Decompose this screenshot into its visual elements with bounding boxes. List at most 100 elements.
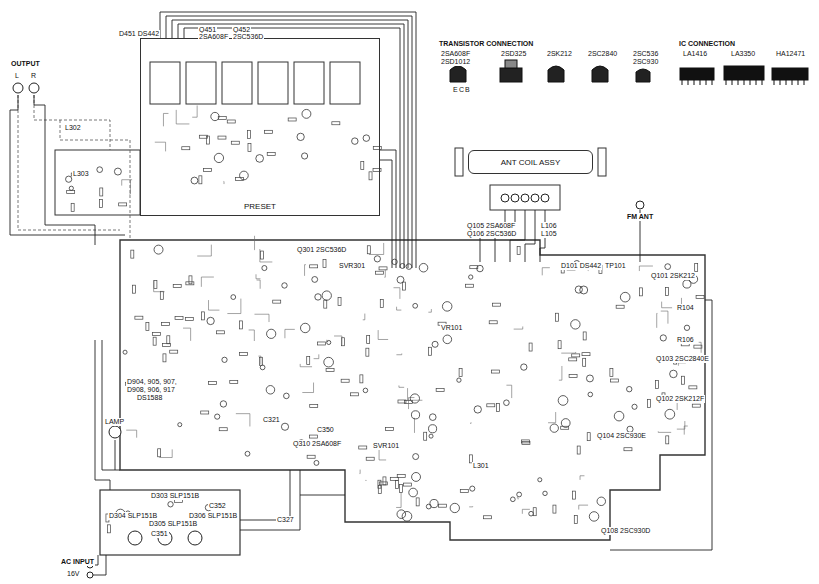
component-footprint — [571, 320, 580, 329]
part-label: 2SK212 — [546, 50, 573, 58]
part-label: Q301 2SC536D — [296, 246, 347, 254]
component-footprint — [487, 404, 495, 407]
component-footprint — [245, 451, 250, 456]
part-label: TRANSISTOR CONNECTION — [438, 40, 534, 48]
component-footprint — [227, 120, 235, 123]
component-footprint — [66, 176, 72, 182]
component-footprint — [699, 342, 701, 352]
component-footprint — [665, 409, 675, 419]
part-label: Q101 2SK212 — [650, 272, 696, 280]
component-footprint — [351, 393, 359, 396]
component-footprint — [610, 369, 613, 377]
component-footprint — [67, 190, 75, 193]
component-footprint — [259, 357, 262, 365]
component-footprint — [402, 511, 412, 521]
component-footprint — [159, 449, 172, 457]
component-footprint — [579, 505, 588, 509]
component-footprint — [236, 414, 250, 427]
component-footprint — [666, 436, 669, 444]
component-footprint — [399, 485, 402, 493]
part-label: L — [14, 72, 20, 80]
component-footprint — [588, 392, 593, 397]
component-footprint — [492, 370, 500, 373]
component-footprint — [429, 434, 433, 438]
component-footprint — [639, 288, 642, 296]
component-footprint — [363, 388, 368, 393]
component-footprint — [359, 470, 361, 474]
component-footprint — [632, 404, 637, 409]
component-footprint — [428, 309, 431, 312]
node-text: ANT COIL ASSY — [501, 158, 561, 167]
connector-pins — [13, 83, 644, 578]
component-footprint — [514, 326, 523, 329]
component-footprint — [309, 435, 317, 438]
component-footprint — [574, 516, 577, 524]
component-footprint — [419, 263, 428, 272]
part-label: B — [464, 86, 471, 94]
part-label: DS1588 — [136, 394, 163, 402]
component-footprint — [323, 260, 326, 268]
component-footprint — [373, 146, 381, 149]
component-footprint — [450, 503, 459, 512]
component-footprint — [548, 412, 556, 423]
component-footprint — [284, 393, 290, 399]
component-footprint — [660, 335, 666, 341]
component-footprint — [107, 525, 110, 533]
component-footprint — [154, 281, 157, 289]
component-footprint — [209, 300, 220, 310]
component-footprint — [288, 118, 296, 121]
component-footprint — [460, 489, 468, 492]
component-footprint — [273, 300, 281, 303]
part-label: C351 — [150, 530, 169, 538]
component-footprint — [99, 200, 102, 208]
part-label: FM ANT — [626, 213, 654, 221]
component-footprint — [426, 504, 431, 509]
component-footprint — [670, 370, 678, 378]
component-footprint — [260, 249, 273, 262]
component-footprint — [100, 188, 103, 196]
component-footprint — [71, 203, 74, 211]
part-label: Q104 2SC930E — [596, 432, 647, 440]
component-footprint — [256, 155, 264, 163]
component-footprint — [587, 433, 590, 441]
component-footprint — [689, 386, 697, 389]
component-footprint — [163, 113, 168, 126]
component-footprint — [662, 302, 672, 308]
component-footprint — [656, 313, 658, 327]
component-footprint — [492, 303, 500, 306]
component-footprint — [201, 411, 209, 414]
component-footprint — [366, 348, 369, 356]
component-footprint — [393, 288, 399, 299]
component-footprint — [396, 493, 401, 508]
part-label: 2SD1012 — [440, 58, 471, 66]
component-footprint — [367, 335, 370, 343]
component-footprint — [154, 245, 163, 254]
component-footprint — [561, 352, 575, 353]
component-footprint — [403, 483, 411, 486]
part-label: L303 — [72, 170, 90, 178]
component-footprint — [300, 364, 312, 367]
board-outlines — [55, 148, 705, 555]
preset-board: PRESET — [140, 38, 380, 216]
component-footprint — [302, 383, 313, 393]
part-label: Q310 2SA608F — [292, 440, 342, 448]
component-footprint — [264, 130, 272, 133]
component-footprint — [569, 374, 577, 377]
component-footprint — [312, 277, 318, 283]
part-label: 2SC2840 — [587, 50, 618, 58]
component-footprint — [324, 300, 327, 308]
part-label: D101 DS442 — [560, 262, 602, 270]
component-footprint — [199, 135, 207, 138]
component-footprint — [114, 168, 121, 175]
component-footprint — [365, 480, 367, 481]
component-footprint — [521, 364, 527, 370]
component-footprint — [231, 295, 236, 300]
component-footprint — [154, 280, 165, 291]
component-footprint — [254, 236, 255, 250]
component-footprint — [661, 311, 668, 324]
component-footprint — [155, 142, 166, 151]
component-footprint — [131, 250, 134, 258]
component-footprint — [677, 421, 685, 429]
part-label: C352 — [208, 502, 227, 510]
